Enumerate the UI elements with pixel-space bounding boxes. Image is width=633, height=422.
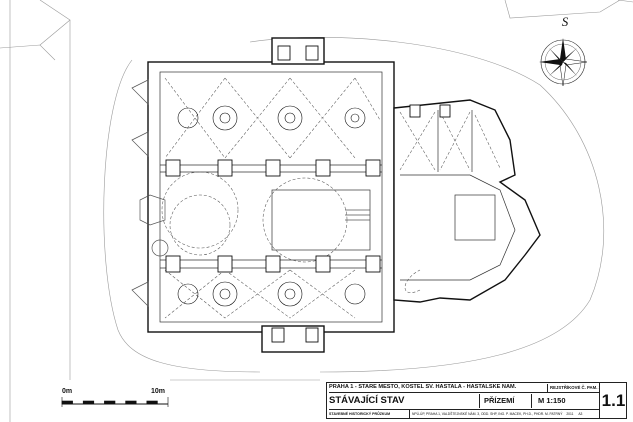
compass-rose-icon	[539, 38, 588, 87]
vault-ribs	[161, 77, 501, 319]
scale-bar-start-label: 0m	[62, 388, 73, 395]
title-block: PRAHA 1 - STARÉ MĚSTO, KOSTEL SV. HAŠTAL…	[326, 382, 627, 419]
piers	[165, 45, 451, 343]
church-outer-walls	[147, 37, 541, 353]
sheet-code: A3	[578, 412, 583, 416]
vault-rosettes	[177, 105, 366, 307]
drawing-scale: M 1:150	[531, 394, 599, 408]
drawing-title: STÁVAJÍCÍ STAV	[329, 395, 405, 406]
authors-text: NPÚ-ÚP, PRAHA 1, VALDŠTEJNSKÉ NÁM. 3, OD…	[412, 412, 563, 416]
scale-bar-end-label: 10m	[151, 388, 166, 395]
sheet-number: 1.1	[599, 383, 627, 418]
authors-line: NPÚ-ÚP, PRAHA 1, VALDŠTEJNSKÉ NÁM. 3, OD…	[409, 409, 599, 418]
compass-north-letter: S	[561, 14, 569, 29]
exterior-buttresses	[131, 79, 370, 307]
year-text: 2011	[566, 412, 574, 416]
survey-type: STAVEBNÉ HISTORICKÝ PRŮZKUM	[329, 409, 409, 418]
scale-bar	[61, 397, 169, 407]
project-address: PRAHA 1 - STARÉ MĚSTO, KOSTEL SV. HAŠTAL…	[329, 384, 547, 393]
registry-number: REJSTŘÍKOVÉ Č. PAM. 38184 / 1-21	[547, 384, 599, 393]
floor-label: PŘÍZEMÍ	[479, 394, 531, 408]
